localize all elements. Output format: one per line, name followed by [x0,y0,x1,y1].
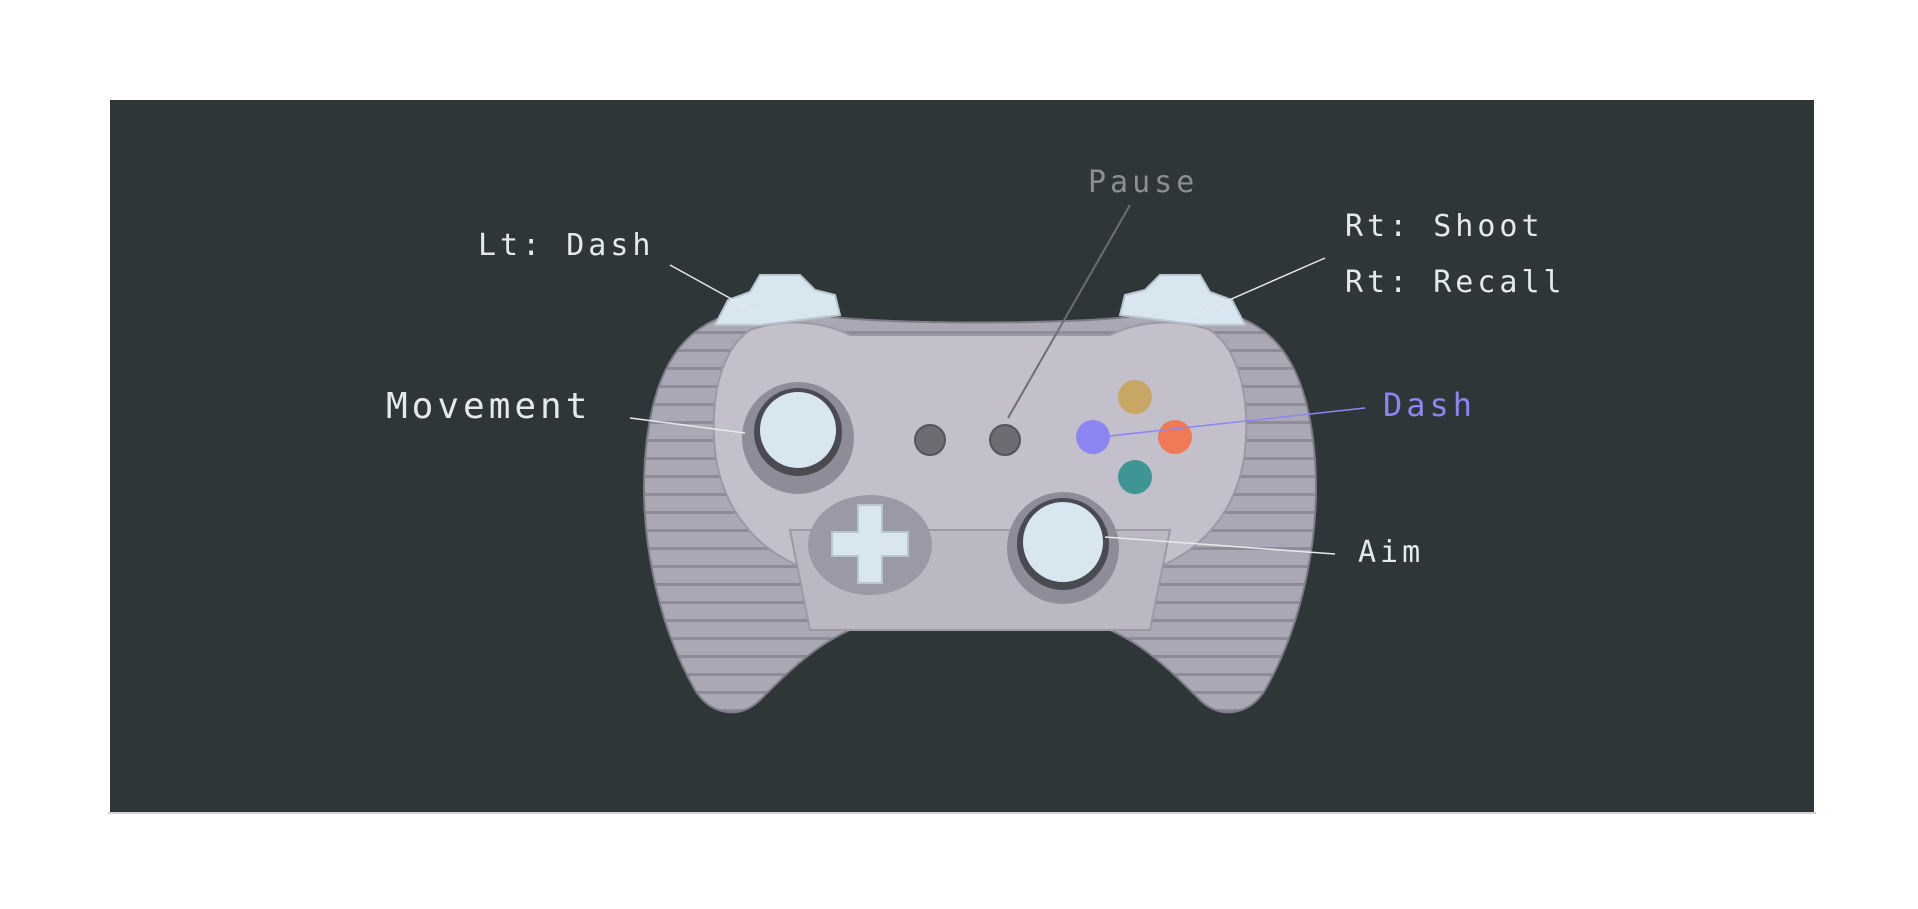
rt-recall-label: Rt: Recall [1345,265,1566,300]
controller-body [643,307,1317,714]
left-bumper [713,274,842,326]
right-bumper [1118,274,1247,326]
pause-label: Pause [1088,165,1199,200]
dash-leader-line [1099,407,1366,438]
dpad [808,495,932,595]
select-button [914,424,946,456]
pause-leader-line [1007,204,1131,419]
face-button-right [1158,420,1192,454]
movement-label: Movement [386,386,592,427]
frame-bottom-border [108,812,1816,814]
dash-label: Dash [1383,386,1477,424]
lt-dash-leader-line [669,264,756,313]
right-stick [1007,492,1119,604]
movement-leader-line [629,417,746,434]
rt-leader-line [1187,257,1326,319]
lt-dash-label: Lt: Dash [478,228,655,263]
face-button-top [1118,380,1152,414]
face-button-left [1076,420,1110,454]
aim-label: Aim [1358,535,1425,570]
rt-shoot-label: Rt: Shoot [1345,209,1544,244]
left-stick [742,382,854,494]
start-button [989,424,1021,456]
controller-illustration [629,204,1366,714]
face-button-bottom [1118,460,1152,494]
aim-leader-line [1104,536,1336,555]
game-scene: Pause Lt: Dash Rt: Shoot Rt: Recall Move… [110,100,1814,813]
